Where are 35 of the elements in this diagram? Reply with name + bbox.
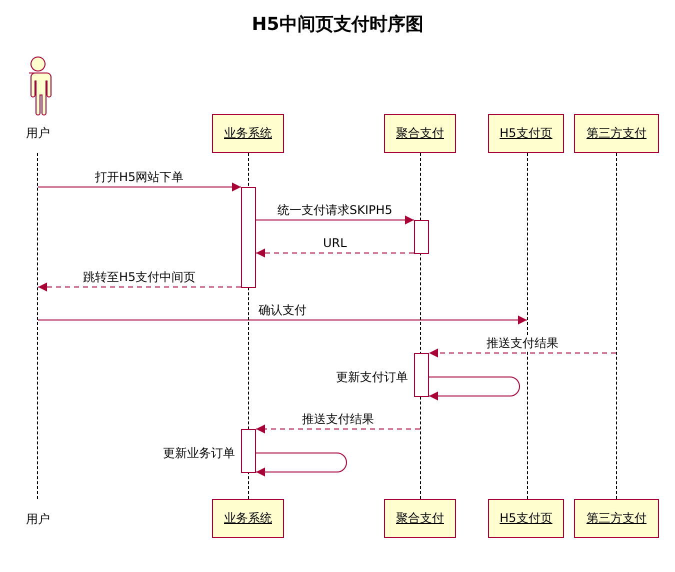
activation-bar	[414, 353, 429, 397]
message-arrow	[256, 452, 347, 476]
edge-label: 统一支付请求SKIPH5	[276, 202, 394, 218]
participant-box: 第三方支付	[574, 499, 659, 538]
edge-label: URL	[321, 236, 349, 250]
message-arrow	[256, 248, 414, 258]
participant-box: H5支付页	[488, 114, 564, 153]
message-arrow	[256, 424, 420, 434]
message-arrow	[428, 376, 520, 400]
participant-box: 业务系统	[212, 499, 284, 538]
participant-box: 聚合支付	[384, 499, 456, 538]
edge-label: 确认支付	[256, 302, 308, 318]
participant-label: 用户	[12, 510, 64, 528]
edge-label: 推送支付结果	[300, 412, 376, 426]
edge-label: 打开H5网站下单	[93, 170, 186, 184]
participant-box: 聚合支付	[384, 114, 456, 153]
lifeline	[616, 153, 617, 499]
edge-label: 更新支付订单	[334, 370, 410, 384]
edge-label: 更新业务订单	[161, 446, 237, 460]
participant-box: 业务系统	[212, 114, 284, 153]
participant-box: H5支付页	[488, 499, 564, 538]
activation-bar	[241, 187, 256, 288]
activation-bar	[241, 429, 256, 473]
edge-label: 推送支付结果	[484, 336, 560, 350]
message-arrow	[38, 182, 242, 192]
message-arrow	[38, 282, 242, 292]
message-arrow	[38, 316, 528, 324]
lifeline	[37, 153, 38, 499]
edge-label: 跳转至H5支付中间页	[81, 270, 198, 284]
activation-bar	[414, 220, 429, 254]
participant-box: 第三方支付	[574, 114, 659, 153]
message-arrow	[428, 348, 616, 358]
title: H5中间页支付时序图	[250, 13, 424, 36]
participant-label: 用户	[25, 125, 51, 142]
message-arrow	[256, 216, 414, 224]
